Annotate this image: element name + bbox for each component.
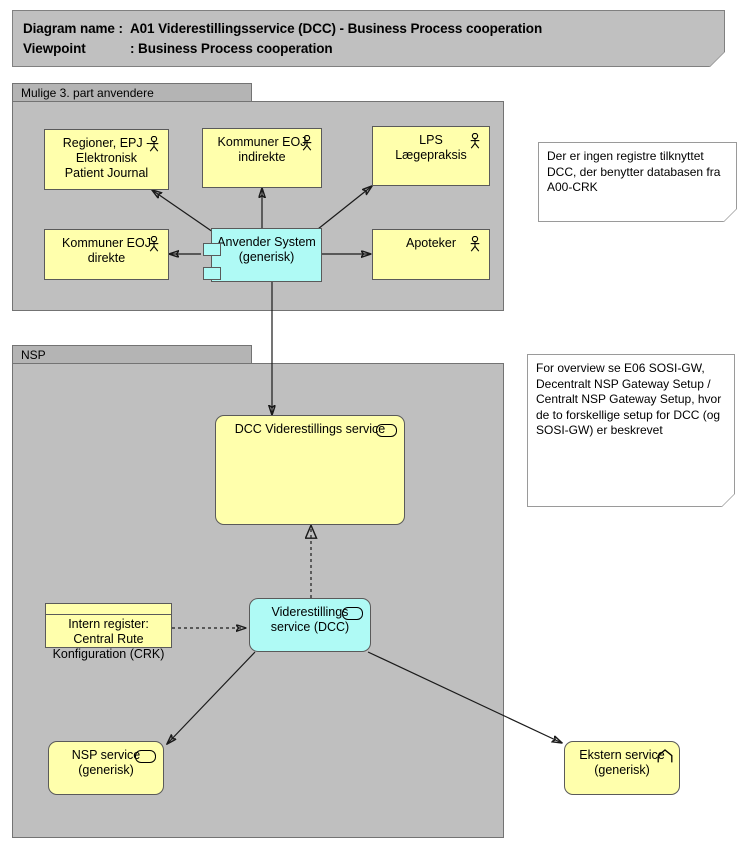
node-dcc-viderestillings-service-label: DCC Viderestillings service <box>234 422 386 436</box>
diagram-name-label: Diagram name : <box>23 21 123 36</box>
group-nsp-tab: NSP <box>12 345 252 364</box>
service-icon <box>135 750 156 763</box>
node-nsp-service-label: NSP service (generisk) <box>71 748 141 777</box>
banner-fold-corner <box>709 52 740 67</box>
viewpoint-value: : Business Process cooperation <box>130 41 333 56</box>
node-intern-register-crk[interactable]: Intern register: Central Rute Konfigurat… <box>45 603 172 661</box>
node-regioner-epj[interactable]: Regioner, EPJ - Elektronisk Patient Jour… <box>44 129 169 190</box>
data-object-icon <box>46 604 171 615</box>
component-icon <box>203 243 221 256</box>
node-lps-laegepraksis[interactable]: LPS Lægepraksis <box>372 126 490 186</box>
service-icon <box>376 424 397 437</box>
node-nsp-service[interactable]: NSP service (generisk) <box>48 741 164 795</box>
note-fold-corner <box>723 209 741 222</box>
node-intern-register-crk-label: Intern register: Central Rute Konfigurat… <box>52 617 165 661</box>
node-ekstern-service[interactable]: Ekstern service (generisk) <box>564 741 680 795</box>
node-kommuner-eoj-direkte-label: Kommuner EOJ direkte <box>62 236 151 265</box>
actor-icon <box>470 236 480 252</box>
node-apoteker-label: Apoteker <box>405 236 457 250</box>
note-crk-text: Der er ingen registre tilknyttet DCC, de… <box>547 149 721 194</box>
node-viderestillings-service-dcc-label: Viderestillings service (DCC) <box>270 605 350 634</box>
actor-icon <box>470 133 480 149</box>
viewpoint-label: Viewpoint <box>23 41 86 56</box>
note-fold-corner <box>721 494 741 507</box>
actor-icon <box>149 136 159 152</box>
node-kommuner-eoj-direkte[interactable]: Kommuner EOJ direkte <box>44 229 169 280</box>
group-third-party-title: Mulige 3. part anvendere <box>21 86 154 100</box>
note-crk: Der er ingen registre tilknyttet DCC, de… <box>538 142 741 222</box>
component-icon <box>203 267 221 280</box>
group-third-party-tab: Mulige 3. part anvendere <box>12 83 252 102</box>
node-kommuner-eoj-indirekte[interactable]: Kommuner EOJ indirekte <box>202 128 322 188</box>
diagram-name-value: A01 Viderestillingsservice (DCC) - Busin… <box>130 21 543 36</box>
note-sosi-gw-text: For overview se E06 SOSI-GW, Decentralt … <box>536 361 722 437</box>
diagram-title-banner: Diagram name : A01 Viderestillingsservice… <box>12 10 740 67</box>
node-lps-laegepraksis-label: LPS Lægepraksis <box>395 133 467 162</box>
diagram-name-line: Diagram name : A01 Viderestillingsservice… <box>23 21 542 36</box>
node-anvender-system[interactable]: Anvender System (generisk) <box>203 228 322 282</box>
service-icon <box>342 607 363 620</box>
actor-icon <box>149 236 159 252</box>
node-viderestillings-service-dcc[interactable]: Viderestillings service (DCC) <box>249 598 371 652</box>
group-nsp-title: NSP <box>21 348 46 362</box>
node-regioner-epj-label: Regioner, EPJ - Elektronisk Patient Jour… <box>62 136 151 180</box>
actor-icon <box>302 135 312 151</box>
viewpoint-line: Viewpoint : Business Process cooperation <box>23 41 333 56</box>
node-dcc-viderestillings-service[interactable]: DCC Viderestillings service <box>215 415 405 525</box>
node-kommuner-eoj-indirekte-label: Kommuner EOJ indirekte <box>217 135 307 164</box>
node-anvender-system-label: Anvender System (generisk) <box>217 235 316 264</box>
node-apoteker[interactable]: Apoteker <box>372 229 490 280</box>
arch-icon <box>657 749 673 763</box>
note-sosi-gw: For overview se E06 SOSI-GW, Decentralt … <box>527 354 741 507</box>
node-ekstern-service-label: Ekstern service (generisk) <box>579 748 665 777</box>
